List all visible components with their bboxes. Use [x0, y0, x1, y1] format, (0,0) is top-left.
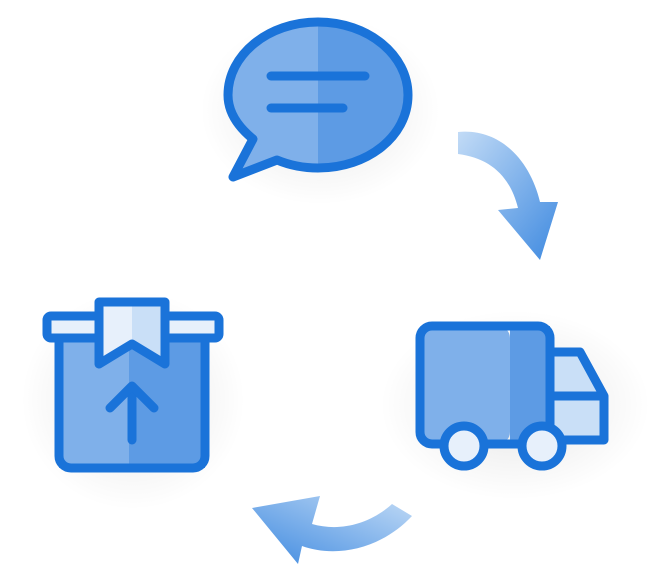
package-upload-icon — [21, 290, 245, 510]
chat-bubble-node — [195, 0, 440, 210]
delivery-truck-node — [380, 290, 650, 500]
arrow-truck-to-package — [240, 490, 420, 570]
curved-arrow-icon — [252, 496, 412, 564]
chat-bubble-icon — [200, 15, 440, 205]
delivery-truck-icon — [380, 310, 650, 500]
arrow-chat-to-truck — [440, 110, 600, 280]
package-upload-node — [15, 280, 245, 510]
curved-arrow-icon — [458, 131, 558, 260]
